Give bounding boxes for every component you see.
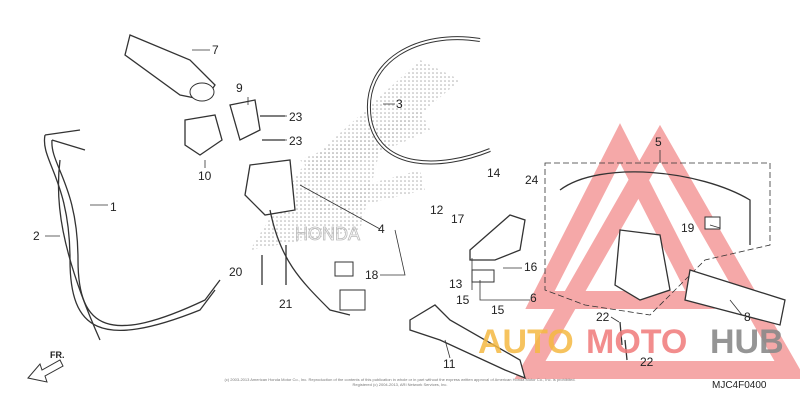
watermark-auto: AUTO	[478, 323, 574, 361]
callout-13: 13	[449, 277, 463, 291]
callout-23: 23	[289, 134, 303, 148]
screws	[260, 115, 628, 361]
switch-holder	[184, 99, 261, 156]
callout-7: 7	[212, 43, 219, 57]
lever-bracket	[469, 214, 526, 283]
honda-wing-logo: HONDA	[250, 60, 460, 250]
callout-16: 16	[524, 260, 538, 274]
callout-labels: 7 9 23 23 10 3 1 2 4 12 17 14 24 5 19 13…	[33, 43, 751, 371]
callout-8: 8	[744, 310, 751, 324]
callout-15: 15	[456, 293, 470, 307]
left-handlebar-switch	[244, 159, 366, 316]
callout-11: 11	[443, 357, 456, 371]
front-label: FR.	[50, 350, 65, 360]
callout-4: 4	[378, 222, 385, 236]
callout-1: 1	[110, 200, 117, 214]
callout-17: 17	[451, 212, 465, 226]
copyright-notice: (c) 2003-2013 American Honda Motor Co., …	[224, 377, 576, 387]
watermark-moto: MOTO	[586, 323, 687, 361]
automotohub-watermark: AUTO MOTO HUB	[478, 323, 784, 361]
callout-23: 23	[289, 110, 303, 124]
callout-9: 9	[236, 81, 243, 95]
diagram-code: MJC4F0400	[712, 380, 767, 391]
callout-12: 12	[430, 203, 444, 217]
clutch-lever	[409, 304, 526, 380]
callout-18: 18	[365, 268, 379, 282]
callout-22: 22	[596, 310, 610, 324]
callout-2: 2	[33, 229, 40, 243]
throttle-cables	[43, 129, 221, 341]
callout-22: 22	[640, 355, 654, 369]
clutch-cable	[366, 36, 491, 165]
watermark-hub: HUB	[710, 323, 784, 361]
callout-10: 10	[198, 169, 212, 183]
callout-14: 14	[487, 166, 501, 180]
callout-20: 20	[229, 265, 243, 279]
watermark-triangles	[514, 123, 800, 379]
callout-19: 19	[681, 221, 695, 235]
honda-logo-text: HONDA	[295, 224, 360, 244]
callout-6: 6	[530, 291, 537, 305]
callout-3: 3	[396, 97, 403, 111]
callout-5: 5	[655, 135, 662, 149]
left-grip	[124, 34, 216, 102]
front-direction-arrow: FR.	[27, 350, 65, 383]
callout-15: 15	[491, 303, 505, 317]
right-switch-assembly	[544, 162, 786, 326]
callout-24: 24	[525, 173, 539, 187]
callout-21: 21	[279, 297, 293, 311]
